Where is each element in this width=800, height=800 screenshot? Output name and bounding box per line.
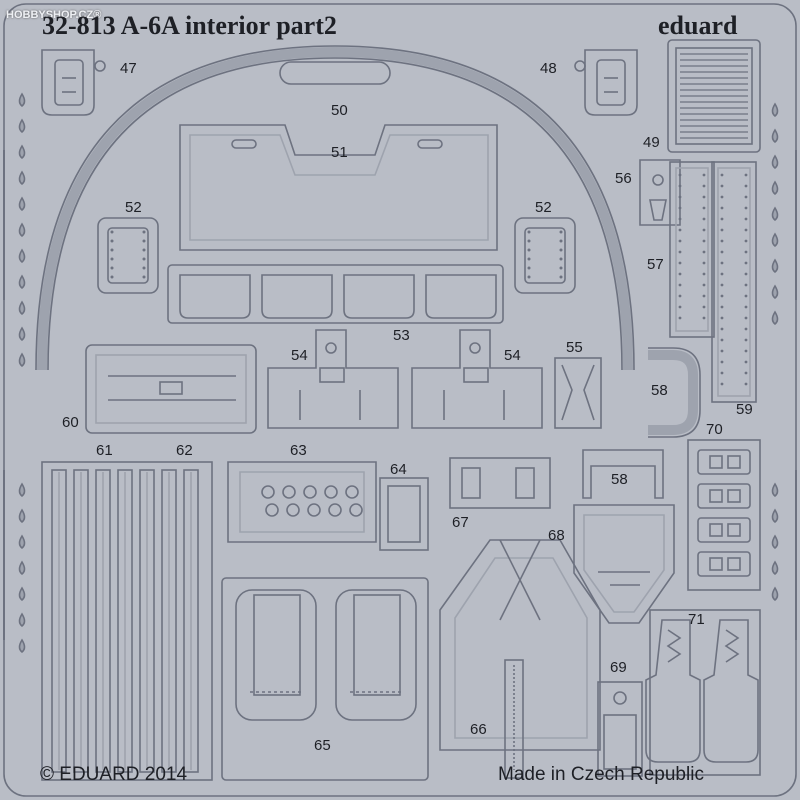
part-47 xyxy=(41,49,106,116)
edge-tabs xyxy=(3,150,797,640)
part-label: 51 xyxy=(331,144,348,161)
part-label: 48 xyxy=(540,60,557,77)
origin-note: Made in Czech Republic xyxy=(498,764,704,785)
watermark: HOBBYSHOP.CZ® xyxy=(6,9,102,21)
part-52-right xyxy=(514,217,576,294)
fret-frame xyxy=(3,3,797,797)
part-label: 69 xyxy=(610,659,627,676)
part-label: 71 xyxy=(688,611,705,628)
part-label: 65 xyxy=(314,737,331,754)
part-60 xyxy=(85,344,257,434)
copyright: © EDUARD 2014 xyxy=(40,764,188,785)
part-71 xyxy=(645,609,761,776)
part-53 xyxy=(167,264,504,324)
part-label: 68 xyxy=(548,527,565,544)
part-label: 50 xyxy=(331,102,348,119)
part-label: 58 xyxy=(611,471,628,488)
sheet-title: 32-813 A-6A interior part2 xyxy=(42,11,337,40)
part-64 xyxy=(379,477,429,551)
part-56 xyxy=(639,159,681,226)
part-51 xyxy=(179,124,498,251)
part-49 xyxy=(667,39,761,153)
part-label: 64 xyxy=(390,461,407,478)
part-label: 52 xyxy=(125,199,142,216)
part-54-left xyxy=(267,329,399,429)
part-label: 60 xyxy=(62,414,79,431)
part-label: 55 xyxy=(566,339,583,356)
part-54-right xyxy=(411,329,543,429)
part-label: 57 xyxy=(647,256,664,273)
part-63 xyxy=(227,461,377,543)
part-label: 63 xyxy=(290,442,307,459)
part-label: 70 xyxy=(706,421,723,438)
part-68 xyxy=(573,504,675,624)
part-label: 54 xyxy=(291,347,308,364)
part-67 xyxy=(449,457,551,509)
part-label: 62 xyxy=(176,442,193,459)
part-label: 54 xyxy=(504,347,521,364)
brand-name: eduard xyxy=(658,11,738,40)
part-65 xyxy=(221,577,429,781)
part-61-62 xyxy=(41,461,213,781)
part-label: 47 xyxy=(120,60,137,77)
part-58-upper xyxy=(648,347,701,438)
part-label: 58 xyxy=(651,382,668,399)
part-label: 52 xyxy=(535,199,552,216)
part-label: 53 xyxy=(393,327,410,344)
part-52-left xyxy=(97,217,159,294)
part-label: 67 xyxy=(452,514,469,531)
part-69 xyxy=(597,681,643,777)
part-57 xyxy=(669,161,715,338)
part-label: 59 xyxy=(736,401,753,418)
part-59 xyxy=(711,161,757,403)
part-label: 49 xyxy=(643,134,660,151)
part-70 xyxy=(687,439,761,591)
vent-holes xyxy=(18,92,779,654)
part-50 xyxy=(35,45,635,371)
part-48 xyxy=(574,49,638,116)
part-label: 66 xyxy=(470,721,487,738)
part-label: 56 xyxy=(615,170,632,187)
part-label: 61 xyxy=(96,442,113,459)
part-58-lower xyxy=(582,449,664,499)
part-55 xyxy=(554,357,602,429)
